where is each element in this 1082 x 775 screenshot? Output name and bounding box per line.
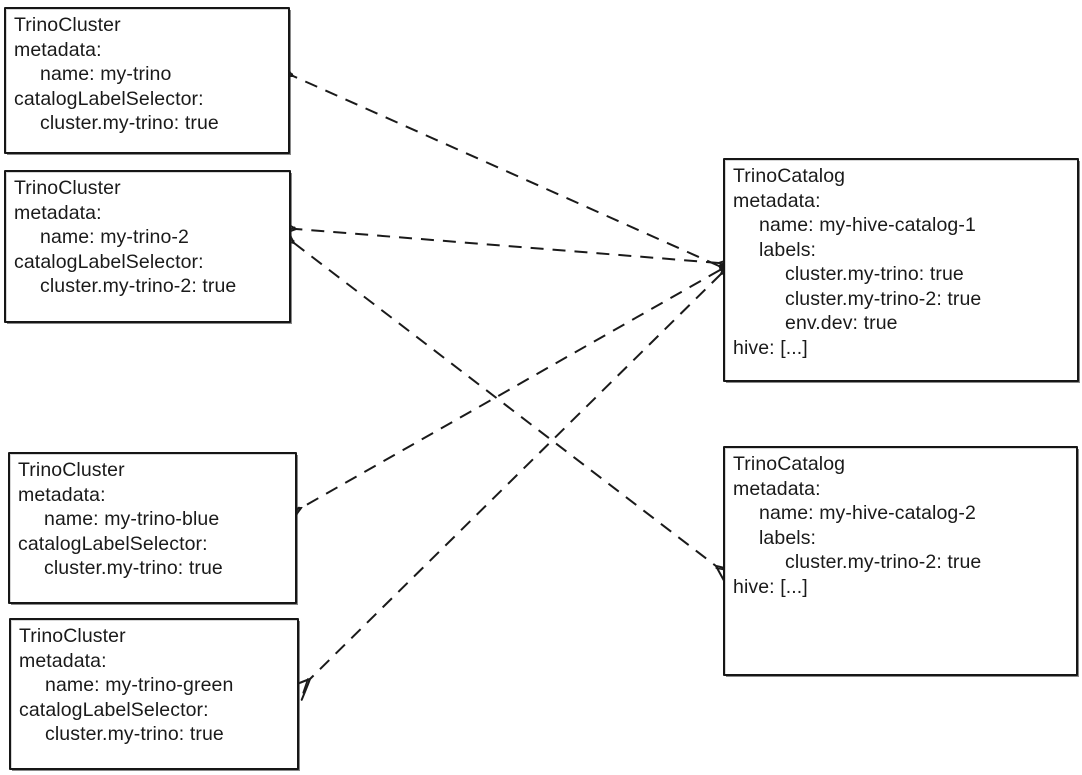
trino-cluster-my-trino-blue-line-2: name: my-trino-blue — [44, 508, 220, 530]
trino-cluster-my-trino-green-line-4: cluster.my-trino: true — [45, 723, 224, 745]
trino-catalog-my-hive-catalog-2-line-1: metadata: — [733, 477, 821, 500]
trino-cluster-my-trino-green-line-0: TrinoCluster — [19, 625, 126, 647]
trino-cluster-my-trino-2-line-2: name: my-trino-2 — [40, 226, 189, 248]
trino-cluster-my-trino-blue-line-3: catalogLabelSelector: — [18, 532, 208, 555]
trino-catalog-my-hive-catalog-2-line-0: TrinoCatalog — [733, 453, 846, 475]
trino-cluster-my-trino-2-line-3: catalogLabelSelector: — [14, 250, 204, 273]
trino-catalog-my-hive-catalog-2-line-2: name: my-hive-catalog-2 — [759, 502, 976, 524]
trino-cluster-my-trino-line-3: catalogLabelSelector: — [14, 87, 204, 110]
edge-catalog2-my-trino-2 — [294, 243, 716, 566]
trino-cluster-my-trino-line-4: cluster.my-trino: true — [40, 112, 219, 134]
trino-catalog-my-hive-catalog-2-line-4: cluster.my-trino-2: true — [785, 551, 982, 573]
trino-catalog-my-hive-catalog-1-line-4: cluster.my-trino: true — [785, 263, 964, 285]
trino-cluster-my-trino-line-2: name: my-trino — [40, 63, 172, 85]
edges-group — [293, 76, 721, 679]
trino-cluster-my-trino-green-line-2: name: my-trino-green — [45, 674, 234, 696]
trino-cluster-my-trino-blue-line-0: TrinoCluster — [18, 459, 125, 481]
edge-catalog1-my-trino — [293, 76, 719, 266]
edge-catalog1-my-trino-green — [310, 274, 721, 679]
trino-cluster-my-trino-2-line-1: metadata: — [14, 201, 102, 224]
trino-catalog-my-hive-catalog-1-line-0: TrinoCatalog — [733, 165, 846, 187]
trino-cluster-my-trino-blue-line-1: metadata: — [18, 483, 106, 506]
edge-catalog1-my-trino-blue — [301, 270, 720, 508]
trino-catalog-my-hive-catalog-1-line-5: cluster.my-trino-2: true — [785, 287, 982, 310]
trino-cluster-my-trino-green-line-3: catalogLabelSelector: — [19, 698, 209, 721]
trino-cluster-my-trino-line-1: metadata: — [14, 38, 102, 61]
trino-catalog-my-hive-catalog-2-line-3: labels: — [759, 526, 817, 549]
edge-catalog1-my-trino-2 — [296, 229, 719, 263]
trino-catalog-my-hive-catalog-1-line-7: hive: [...] — [733, 336, 808, 359]
trino-cluster-my-trino-line-0: TrinoCluster — [14, 14, 121, 36]
trino-cluster-my-trino-blue-line-4: cluster.my-trino: true — [44, 557, 223, 579]
trino-cluster-my-trino-green-line-1: metadata: — [19, 649, 107, 672]
trino-catalog-my-hive-catalog-1-line-6: env.dev: true — [785, 312, 898, 334]
trino-cluster-my-trino-2-line-0: TrinoCluster — [14, 177, 121, 199]
trino-catalog-my-hive-catalog-2-line-5: hive: [...] — [733, 575, 808, 598]
trino-cluster-my-trino-2-line-4: cluster.my-trino-2: true — [40, 275, 237, 297]
trino-catalog-my-hive-catalog-1-line-3: labels: — [759, 238, 817, 261]
trino-catalog-my-hive-catalog-1-line-1: metadata: — [733, 189, 821, 212]
trino-catalog-my-hive-catalog-1-line-2: name: my-hive-catalog-1 — [759, 214, 976, 236]
